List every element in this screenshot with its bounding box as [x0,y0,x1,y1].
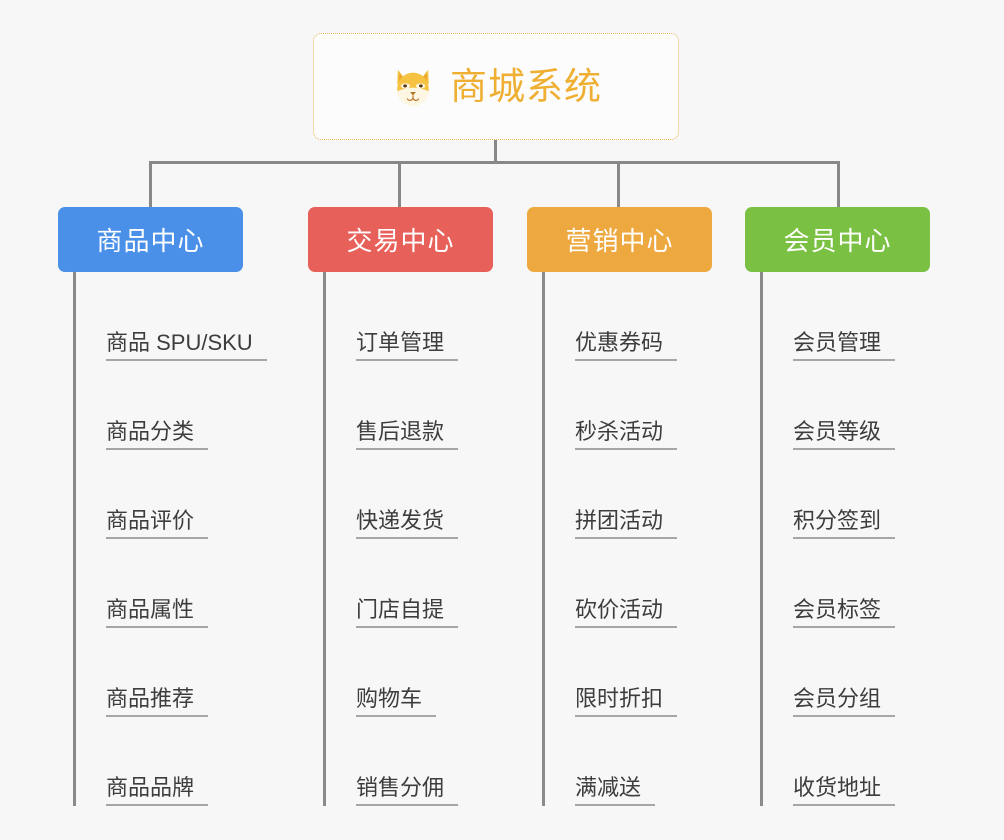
leaf-item[interactable]: 商品 SPU/SKU [76,272,267,361]
leaf-item[interactable]: 售后退款 [326,361,493,450]
leaf-list-product-center: 商品 SPU/SKU 商品分类 商品评价 商品属性 商品推荐 商品品牌 [73,272,267,806]
category-box-product-center[interactable]: 商品中心 [58,207,243,272]
leaf-item[interactable]: 收货地址 [763,717,930,806]
leaf-item[interactable]: 订单管理 [326,272,493,361]
leaf-item[interactable]: 会员等级 [763,361,930,450]
leaf-label: 订单管理 [356,330,459,361]
category-box-marketing-center[interactable]: 营销中心 [527,207,712,272]
category-label: 商品中心 [96,226,205,256]
leaf-item[interactable]: 会员分组 [763,628,930,717]
category-label: 交易中心 [346,226,455,256]
leaf-label: 购物车 [356,686,437,717]
leaf-item[interactable]: 商品推荐 [76,628,267,717]
leaf-label: 商品评价 [106,508,209,539]
leaf-item[interactable]: 积分签到 [763,450,930,539]
leaf-item[interactable]: 快递发货 [326,450,493,539]
category-box-trade-center[interactable]: 交易中心 [308,207,493,272]
leaf-item[interactable]: 商品属性 [76,539,267,628]
leaf-label: 满减送 [575,775,656,806]
leaf-label: 限时折扣 [575,686,678,717]
connector-drop-trade-center [398,161,401,207]
leaf-label: 售后退款 [356,419,459,450]
leaf-list-trade-center: 订单管理 售后退款 快递发货 门店自提 购物车 销售分佣 [323,272,493,806]
leaf-label: 砍价活动 [575,597,678,628]
leaf-item[interactable]: 满减送 [545,717,712,806]
leaf-item[interactable]: 拼团活动 [545,450,712,539]
column-marketing-center: 营销中心 优惠券码 秒杀活动 拼团活动 砍价活动 限时折扣 满减送 [527,207,712,806]
category-box-member-center[interactable]: 会员中心 [745,207,930,272]
connector-drop-product-center [149,161,152,207]
leaf-item[interactable]: 优惠券码 [545,272,712,361]
leaf-label: 商品推荐 [106,686,209,717]
leaf-item[interactable]: 会员标签 [763,539,930,628]
leaf-item[interactable]: 会员管理 [763,272,930,361]
leaf-label: 商品分类 [106,419,209,450]
leaf-item[interactable]: 商品品牌 [76,717,267,806]
column-product-center: 商品中心 商品 SPU/SKU 商品分类 商品评价 商品属性 商品推荐 商品品牌 [58,207,267,806]
leaf-label: 积分签到 [793,508,896,539]
column-trade-center: 交易中心 订单管理 售后退款 快递发货 门店自提 购物车 销售分佣 [308,207,493,806]
leaf-label: 门店自提 [356,597,459,628]
leaf-label: 快递发货 [356,508,459,539]
leaf-label: 秒杀活动 [575,419,678,450]
leaf-label: 收货地址 [793,775,896,806]
leaf-label: 商品 SPU/SKU [106,330,267,361]
connector-drop-member-center [837,161,840,207]
leaf-item[interactable]: 限时折扣 [545,628,712,717]
connector-root-stem [494,140,497,164]
leaf-label: 商品品牌 [106,775,209,806]
leaf-label: 会员分组 [793,686,896,717]
category-label: 营销中心 [565,226,674,256]
leaf-item[interactable]: 销售分佣 [326,717,493,806]
leaf-label: 销售分佣 [356,775,459,806]
leaf-label: 优惠券码 [575,330,678,361]
leaf-item[interactable]: 门店自提 [326,539,493,628]
connector-drop-marketing-center [617,161,620,207]
leaf-list-member-center: 会员管理 会员等级 积分签到 会员标签 会员分组 收货地址 [760,272,930,806]
shiba-inu-icon [390,64,436,110]
leaf-item[interactable]: 购物车 [326,628,493,717]
leaf-item[interactable]: 砍价活动 [545,539,712,628]
column-member-center: 会员中心 会员管理 会员等级 积分签到 会员标签 会员分组 收货地址 [745,207,930,806]
leaf-list-marketing-center: 优惠券码 秒杀活动 拼团活动 砍价活动 限时折扣 满减送 [542,272,712,806]
root-node[interactable]: 商城系统 [313,33,679,140]
leaf-item[interactable]: 商品评价 [76,450,267,539]
category-label: 会员中心 [783,226,892,256]
leaf-label: 商品属性 [106,597,209,628]
leaf-item[interactable]: 商品分类 [76,361,267,450]
root-title: 商城系统 [450,66,602,107]
leaf-label: 会员管理 [793,330,896,361]
connector-horizontal-bar [149,161,840,164]
leaf-label: 会员标签 [793,597,896,628]
leaf-label: 拼团活动 [575,508,678,539]
leaf-label: 会员等级 [793,419,896,450]
leaf-item[interactable]: 秒杀活动 [545,361,712,450]
